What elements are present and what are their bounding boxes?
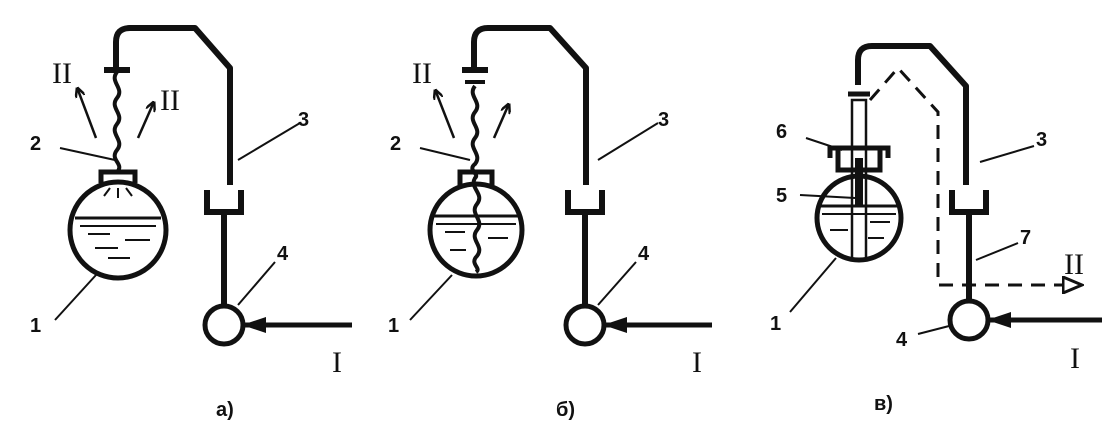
liquid: [820, 204, 898, 239]
flask-neck: [98, 169, 138, 183]
label-3: 3: [658, 109, 669, 131]
caption-b: б): [556, 399, 575, 421]
label-4: 4: [638, 243, 650, 265]
liquid: [75, 216, 161, 259]
label-2: 2: [30, 133, 41, 155]
caption-c: в): [874, 393, 893, 415]
connector-cup: [565, 190, 605, 215]
connector-cup: [949, 190, 989, 215]
label-I: I: [692, 346, 702, 379]
label-6: 6: [776, 121, 787, 143]
dashed-flow-line: [868, 65, 1082, 285]
caption-a: а): [216, 399, 234, 421]
sensor-4: [947, 298, 991, 342]
label-3: 3: [298, 109, 309, 131]
leader-lines: [789, 137, 1035, 335]
sensor-4: [202, 303, 246, 347]
pipe-3: [855, 43, 969, 185]
label-4: 4: [277, 243, 289, 265]
flask-1: [814, 173, 904, 263]
panel-a: II II 2 3 4 1 I а): [30, 25, 352, 421]
label-I: I: [1070, 342, 1080, 375]
flask-1: [427, 181, 525, 279]
label-4: 4: [896, 329, 908, 351]
spiral-heater-2: [112, 70, 122, 174]
label-II: II: [1064, 248, 1084, 281]
panel-b: II 2 3 4 1 I б): [388, 25, 712, 421]
label-II: II: [412, 57, 432, 90]
tube-5-inner: [855, 158, 863, 206]
label-7: 7: [1020, 227, 1031, 249]
label-5: 5: [776, 185, 787, 207]
arrow-left: [78, 90, 98, 139]
spiral-heater-2: [470, 84, 482, 274]
label-II-left: II: [52, 57, 72, 90]
spray-lines: [103, 187, 133, 198]
connector-cup: [204, 190, 244, 215]
flask-1: [67, 179, 169, 281]
label-3: 3: [1036, 129, 1047, 151]
flask-neck: [457, 169, 495, 185]
arrow-left: [436, 92, 456, 139]
label-1: 1: [388, 315, 399, 337]
label-II-right: II: [160, 84, 180, 117]
label-I: I: [332, 346, 342, 379]
label-2: 2: [390, 133, 401, 155]
panel-c: 6 5 1 3 7 4 II I в): [770, 43, 1102, 415]
label-1: 1: [770, 313, 781, 335]
label-1: 1: [30, 315, 41, 337]
leader-lines: [54, 122, 301, 321]
stopper-6: [827, 145, 891, 173]
arrow-right: [492, 106, 508, 139]
sensor-4: [563, 303, 607, 347]
pipe-3: [471, 25, 589, 185]
pipe-3: [113, 25, 233, 185]
liquid: [433, 214, 519, 251]
leader-lines: [409, 122, 659, 321]
arrow-right: [136, 104, 153, 139]
